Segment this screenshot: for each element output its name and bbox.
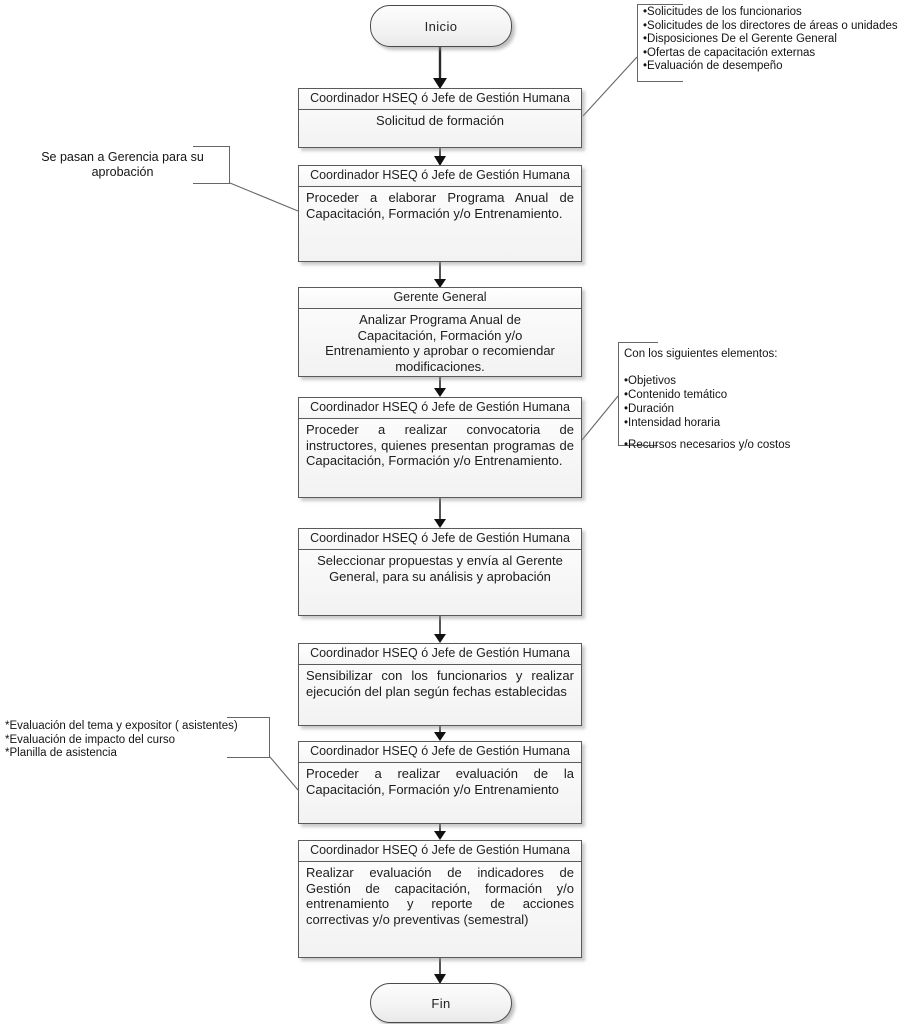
note-elements-bracket [618,342,658,446]
note-item: •Recursos necesarios y/o costos [624,439,791,451]
start-terminator: Inicio [370,5,512,47]
box-role-header: Coordinador HSEQ ó Jefe de Gestión Human… [299,166,581,187]
note-approval-bracket [193,146,230,184]
box-body-text: Sensibilizar con los funcionarios y real… [306,668,574,699]
box-evaluacion-capacitacion: Coordinador HSEQ ó Jefe de Gestión Human… [298,741,582,824]
note-item: •Ofertas de capacitación externas [643,46,816,59]
note-evaluation-bracket [227,717,270,758]
note-item: •Duración [624,403,675,415]
box-body-text: Realizar evaluación de indicadores de Ge… [306,865,574,927]
box-elaborar-programa: Coordinador HSEQ ó Jefe de Gestión Human… [298,165,582,262]
note-approval: Se pasan a Gerencia para su aprobación [25,150,220,180]
box-body-text: Analizar Programa Anual de Capacitación,… [325,312,555,374]
note-item: •Evaluación de desempeño [643,60,783,72]
box-indicadores-gestion: Coordinador HSEQ ó Jefe de Gestión Human… [298,840,582,958]
box-role-header: Coordinador HSEQ ó Jefe de Gestión Human… [299,644,581,665]
box-body-text: Proceder a elaborar Programa Anual de Ca… [306,190,574,221]
note-item: •Contenido temático [624,389,728,401]
start-label: Inicio [424,18,458,34]
box-seleccionar-propuestas: Coordinador HSEQ ó Jefe de Gestión Human… [298,528,582,616]
box-solicitud-formacion: Coordinador HSEQ ó Jefe de Gestión Human… [298,88,582,148]
box-role-header: Coordinador HSEQ ó Jefe de Gestión Human… [299,841,581,862]
box-sensibilizar-ejecucion: Coordinador HSEQ ó Jefe de Gestión Human… [298,643,582,726]
note-item: •Intensidad horaria [624,417,721,429]
box-role-header: Coordinador HSEQ ó Jefe de Gestión Human… [299,398,581,419]
note-sources-bracket [637,4,683,82]
note-item: *Evaluación de impacto del curso [5,733,176,746]
note-item: *Planilla de asistencia [5,747,117,759]
note-item: *Evaluación del tema y expositor ( asist… [5,720,238,732]
end-terminator: Fin [370,983,512,1023]
note-item: •Solicitudes de los directores de áreas … [643,19,898,32]
note-item: •Objetivos [624,375,676,387]
end-label: Fin [431,995,451,1011]
box-body-text: Proceder a realizar evaluación de la Cap… [306,766,574,797]
box-body-text: Solicitud de formación [376,113,504,128]
note-sources: •Solicitudes de los funcionarios •Solici… [643,6,909,74]
note-evaluation: *Evaluación del tema y expositor ( asist… [5,720,275,761]
box-role-header: Gerente General [299,288,581,309]
box-role-header: Coordinador HSEQ ó Jefe de Gestión Human… [299,742,581,763]
box-role-header: Coordinador HSEQ ó Jefe de Gestión Human… [299,529,581,550]
box-convocatoria-instructores: Coordinador HSEQ ó Jefe de Gestión Human… [298,397,582,498]
note-text: Se pasan a Gerencia para su aprobación [41,150,204,179]
box-body-text: Seleccionar propuestas y envía al Gerent… [317,553,563,584]
note-item: •Solicitudes de los funcionarios [643,6,802,18]
note-elements: Con los siguientes elementos: •Objetivos… [624,347,894,452]
note-title: Con los siguientes elementos: [624,348,778,360]
note-item: •Disposiciones De el Gerente General [643,33,837,45]
box-body-text: Proceder a realizar convocatoria de inst… [306,422,574,468]
box-role-header: Coordinador HSEQ ó Jefe de Gestión Human… [299,89,581,110]
box-analizar-programa: Gerente General Analizar Programa Anual … [298,287,582,377]
